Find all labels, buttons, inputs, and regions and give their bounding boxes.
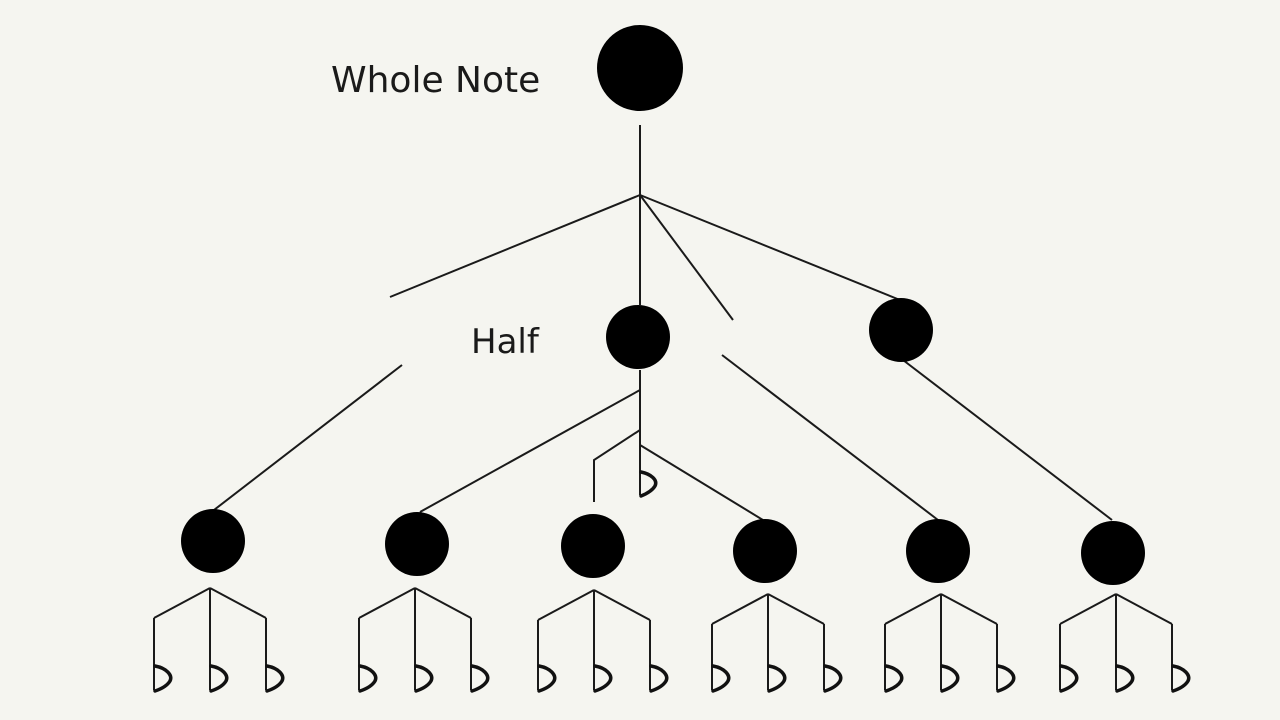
leaf-branch-right [593, 589, 651, 621]
eighth-note-flag-icon [358, 664, 378, 693]
bottom-note-icon-3 [561, 514, 625, 578]
eighth-note-flag-icon [209, 664, 229, 693]
mid-edges [213, 354, 1113, 521]
eighth-note-flag-icon [414, 664, 434, 693]
leaf-branch-right [414, 587, 472, 619]
eighth-note-flag-icon [823, 664, 843, 693]
leaf-branch-left [358, 587, 416, 619]
branch-left-edge [389, 194, 641, 298]
root-label: Whole Note [331, 60, 541, 101]
eighth-note-flag-icon [940, 664, 960, 693]
bottom-note-icon-6 [1081, 521, 1145, 585]
root-note-icon [597, 25, 683, 111]
half-label: Half [471, 322, 539, 362]
eighth-note-flag-icon [711, 664, 731, 693]
leaf-group-3 [537, 589, 669, 693]
root-edges [389, 125, 901, 321]
half-note-icon [606, 305, 670, 369]
eighth-note-flag-icon [649, 664, 669, 693]
branch-diag-edge [639, 194, 734, 321]
eighth-note-flag-icon [537, 664, 557, 693]
edge-to-bottom-5 [721, 354, 939, 521]
eighth-note-flag-icon [470, 664, 490, 693]
edge-to-bottom-2 [419, 389, 641, 513]
eighth-note-flag-icon [153, 664, 173, 693]
leaf-group-5 [884, 593, 1016, 693]
branch-right-edge [639, 194, 901, 301]
leaf-branch-left [537, 589, 595, 621]
leaf-branch-right [1115, 593, 1173, 625]
eighth-note-flag-icon [996, 664, 1016, 693]
leaf-branch-left [711, 593, 769, 625]
eighth-note-flag-icon [1059, 664, 1079, 693]
leaf-branch-left [153, 587, 211, 619]
leaf-branch-left [1059, 593, 1117, 625]
small-flag-note [639, 440, 658, 498]
edge-to-bottom-4 [639, 444, 764, 521]
bottom-note-icon-2 [385, 512, 449, 576]
edge-small-branch [593, 429, 641, 502]
eighth-note-flag-icon [767, 664, 787, 693]
bottom-note-icon-4 [733, 519, 797, 583]
edge-to-bottom-6 [902, 359, 1113, 521]
eighth-note-flag-icon [265, 664, 285, 693]
eighth-note-flag-icon [1171, 664, 1191, 693]
leaf-group-4 [711, 593, 843, 693]
leaf-branch-right [767, 593, 825, 625]
eighth-note-flag-icon [1115, 664, 1135, 693]
leaf-group-2 [358, 587, 490, 693]
eighth-note-flag-icon [639, 470, 658, 498]
leaf-branch-left [884, 593, 942, 625]
eighth-note-flag-icon [593, 664, 613, 693]
leaf-group-1 [153, 587, 285, 693]
edge-to-bottom-1 [213, 364, 403, 511]
leaf-group-6 [1059, 593, 1191, 693]
right-note-icon [869, 298, 933, 362]
eighth-note-flag-icon [884, 664, 904, 693]
bottom-note-icon-5 [906, 519, 970, 583]
leaf-branch-right [209, 587, 267, 619]
leaf-groups [153, 587, 1191, 693]
leaf-branch-right [940, 593, 998, 625]
nodes [181, 25, 1145, 585]
bottom-note-icon-1 [181, 509, 245, 573]
